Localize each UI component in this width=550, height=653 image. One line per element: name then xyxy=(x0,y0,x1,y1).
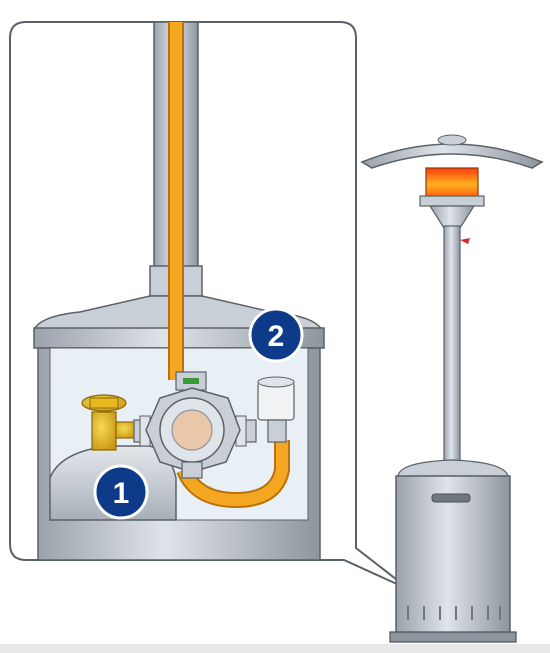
marker-2: 2 xyxy=(248,307,304,363)
pressure-regulator xyxy=(145,371,241,479)
marker-1-label: 1 xyxy=(113,477,130,510)
pole-tag xyxy=(460,238,470,244)
ground-strip xyxy=(0,644,550,653)
marker-2-label: 2 xyxy=(268,320,285,353)
hose-valve xyxy=(257,376,295,443)
heater-base-top xyxy=(397,459,509,477)
heater-reflector xyxy=(360,143,544,169)
base-slots xyxy=(407,606,501,620)
patio-heater xyxy=(360,134,544,643)
zoom-callout: 1 2 xyxy=(9,21,411,591)
marker-1: 1 xyxy=(93,464,149,520)
heater-flame xyxy=(425,167,479,199)
base-vent xyxy=(431,493,471,503)
heater-foot xyxy=(389,631,517,643)
heater-pole xyxy=(443,225,461,463)
